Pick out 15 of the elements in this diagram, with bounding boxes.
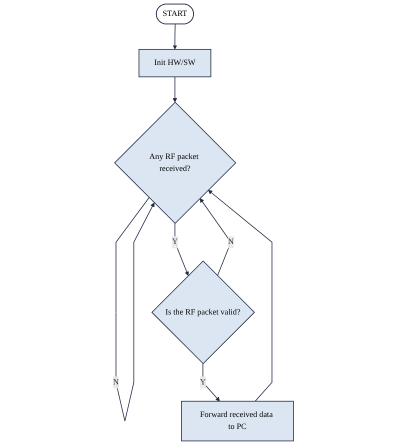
node-box: Init HW/SW [138, 48, 212, 78]
arrow [208, 190, 272, 402]
node-diamond: Is the RF packet valid? [151, 260, 255, 364]
arrow [202, 363, 220, 402]
node-diamond: Any RF packet received? [114, 102, 236, 224]
arrow [200, 198, 232, 276]
edge-label: Y [200, 378, 206, 386]
arrow [172, 24, 177, 50]
node-box: Forward received data to PC [180, 400, 294, 442]
edge-label: N [112, 378, 119, 386]
arrow [115, 197, 154, 422]
arrow [172, 76, 177, 102]
edge-label: Y [172, 238, 178, 246]
edge-label: N [228, 238, 234, 246]
arrow [174, 223, 189, 276]
